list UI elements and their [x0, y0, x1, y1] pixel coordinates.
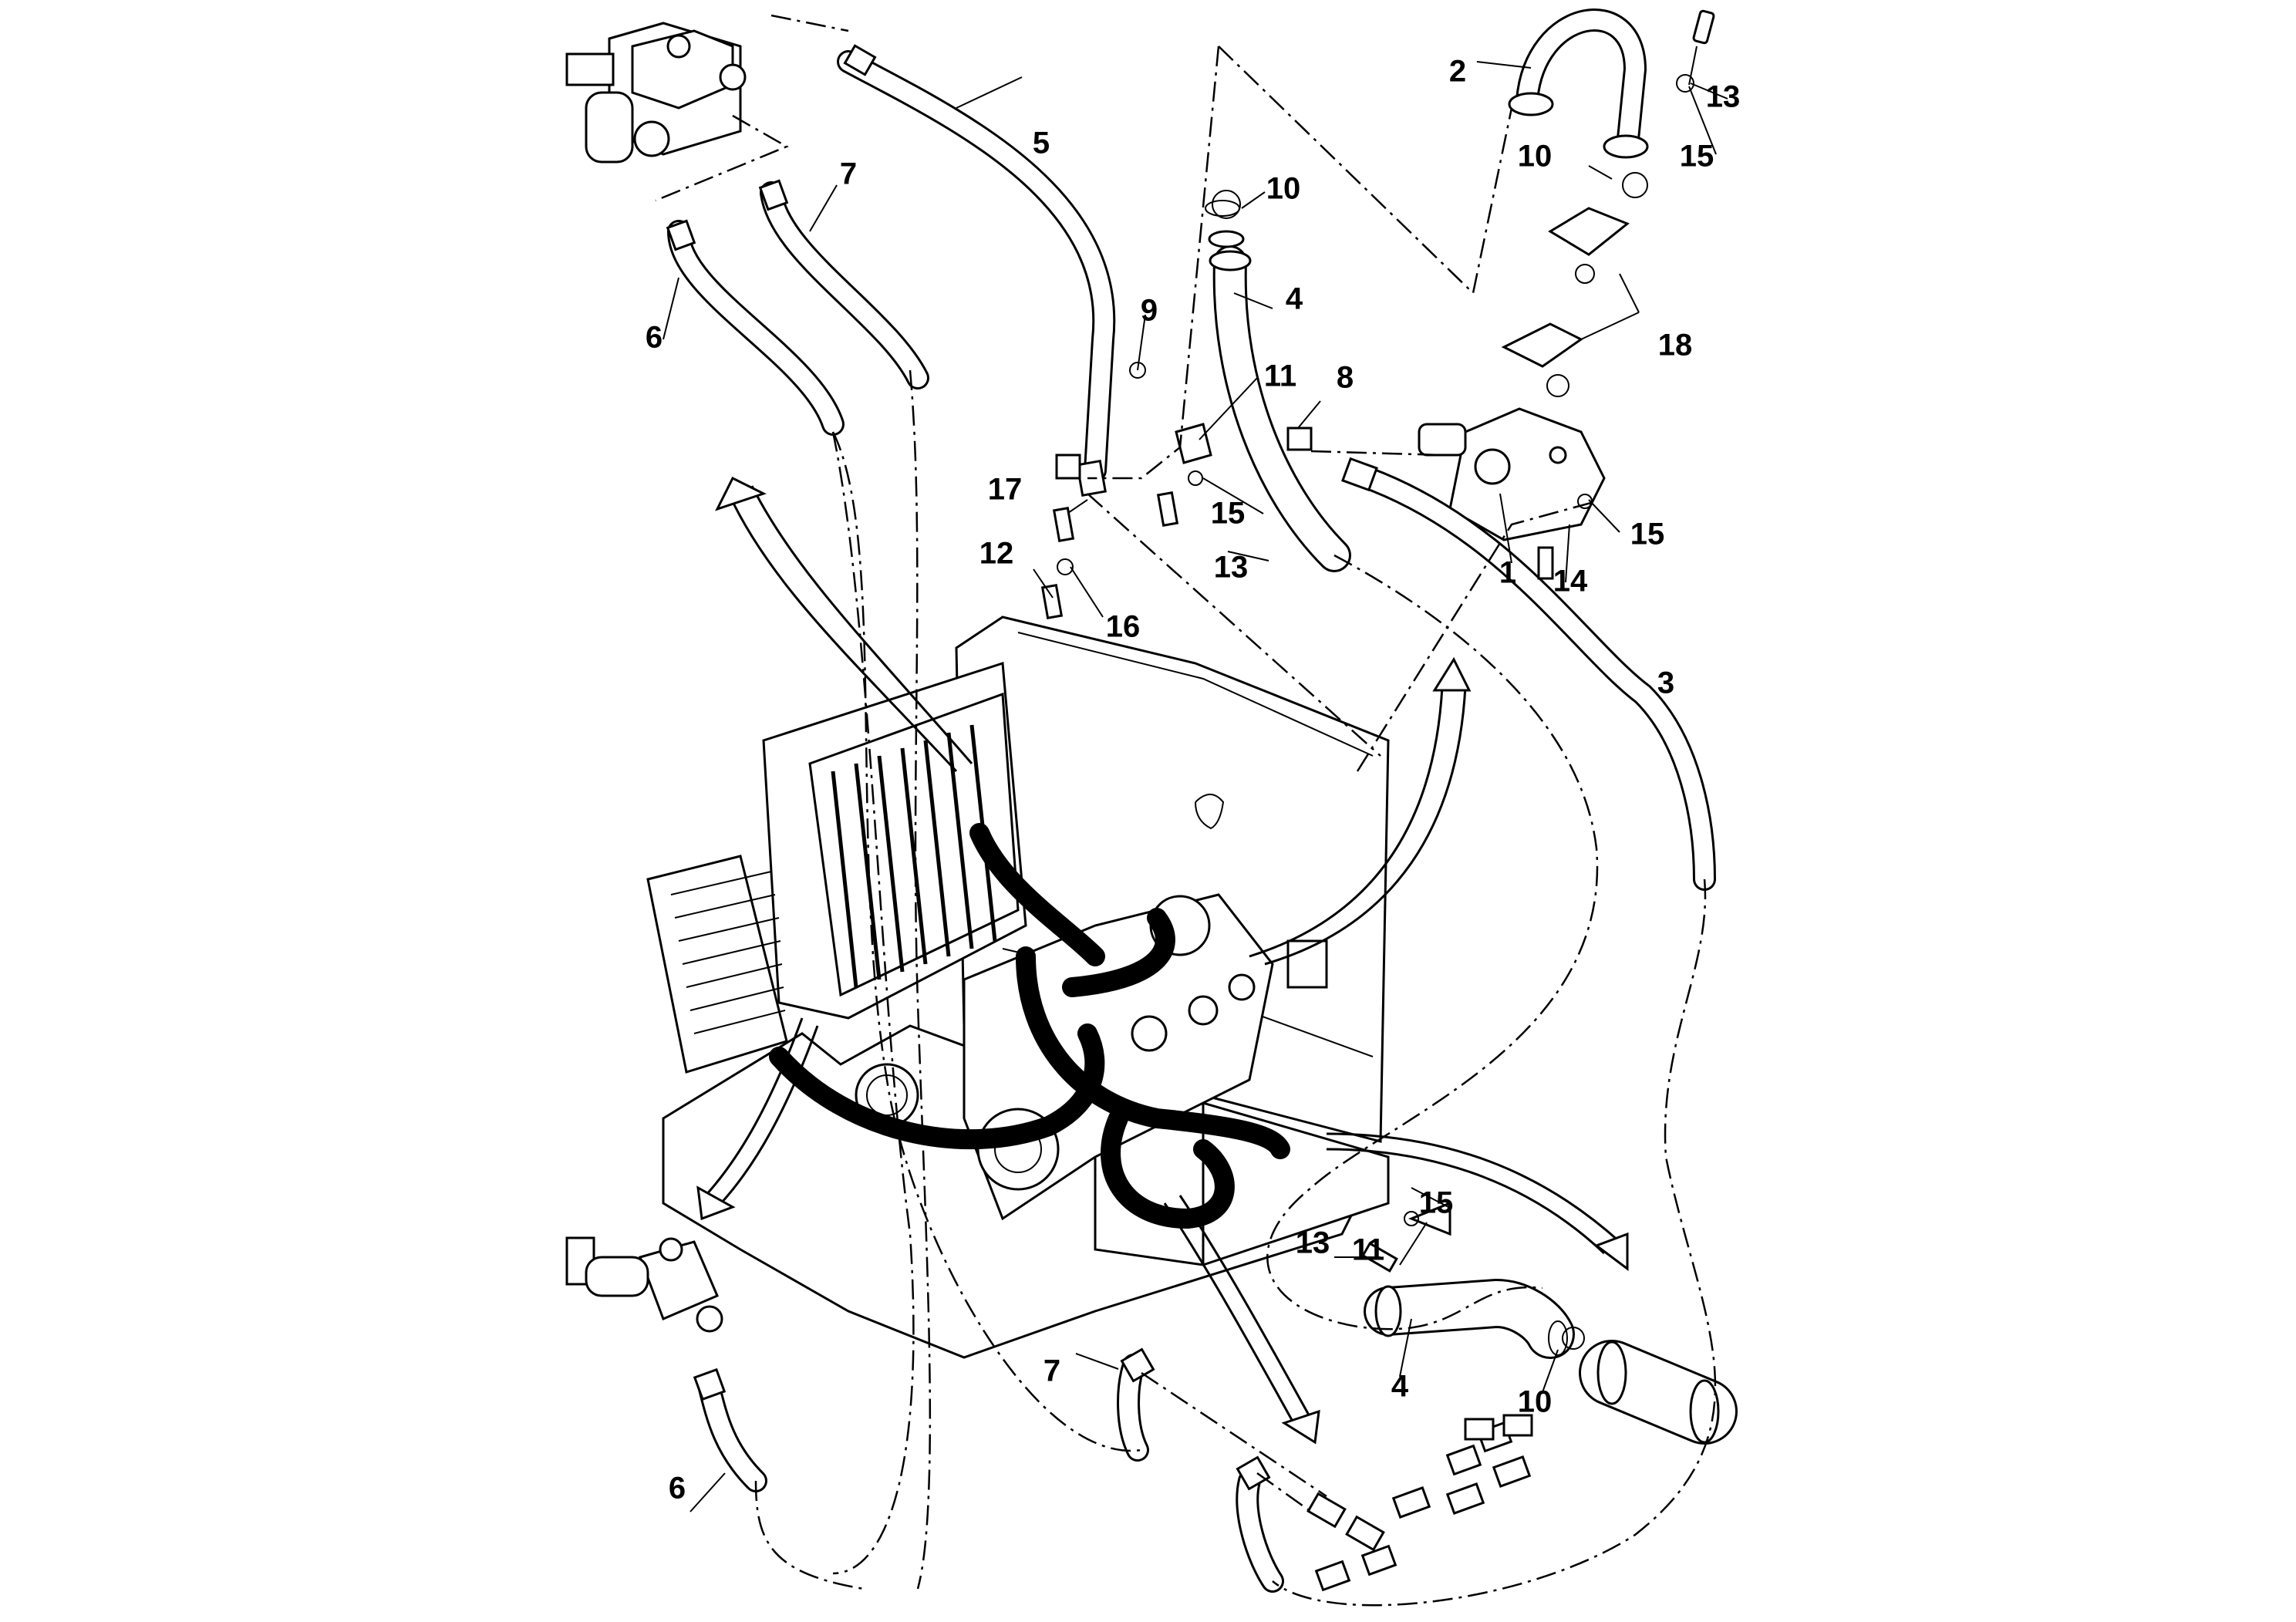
callout-10b: 10: [1518, 140, 1553, 174]
callout-10c: 10: [1518, 1385, 1553, 1419]
callout-4b: 4: [1391, 1370, 1409, 1404]
callout-16: 16: [1106, 610, 1141, 644]
direction-arrows: [696, 476, 1629, 1445]
callout-1: 1: [1499, 556, 1516, 590]
callout-8: 8: [1337, 361, 1354, 395]
installed-hoses: [769, 823, 1290, 1229]
callout-18: 18: [1658, 329, 1693, 363]
callout-14: 14: [1553, 565, 1588, 599]
callout-2: 2: [1449, 55, 1466, 89]
callout-13b: 13: [1214, 551, 1249, 585]
callout-17: 17: [988, 473, 1023, 507]
callout-10: 10: [1266, 172, 1301, 206]
callout-6b: 6: [669, 1472, 686, 1506]
callout-labels: 1 2 3 4 4 5 6 6 7 7 8 9 10 10 10 11 11 1…: [646, 55, 1740, 1506]
elbow-pipe-upper: [1175, 200, 1351, 572]
callout-13c: 13: [1296, 1226, 1330, 1260]
callout-12: 12: [979, 537, 1014, 571]
valve-block-top: [565, 22, 747, 164]
phantom-lines: [655, 14, 1717, 1607]
callout-leaders: [663, 46, 1728, 1512]
flange-plate: [1501, 207, 1630, 397]
callout-15b: 15: [1211, 497, 1246, 531]
fittings: [666, 9, 1715, 1592]
callout-7: 7: [840, 157, 857, 191]
callout-7b: 7: [1043, 1354, 1060, 1388]
callout-15c: 15: [1630, 518, 1665, 551]
callout-11: 11: [1264, 359, 1296, 393]
callout-15: 15: [1680, 140, 1714, 174]
callout-9: 9: [1141, 294, 1158, 328]
callout-11b: 11: [1352, 1233, 1384, 1267]
callout-5: 5: [1033, 126, 1050, 160]
oil-cooler: [646, 855, 788, 1074]
valve-block-bottom: [565, 1236, 723, 1333]
callout-13: 13: [1706, 80, 1741, 114]
elbow-pipe-lower: [1364, 1278, 1738, 1445]
callout-3: 3: [1657, 666, 1674, 700]
hydraulic-pump: [1418, 407, 1606, 541]
callout-15d: 15: [1419, 1186, 1454, 1220]
pipe-loop: [1508, 8, 1649, 159]
callout-4: 4: [1286, 282, 1303, 316]
callout-6: 6: [646, 321, 663, 355]
